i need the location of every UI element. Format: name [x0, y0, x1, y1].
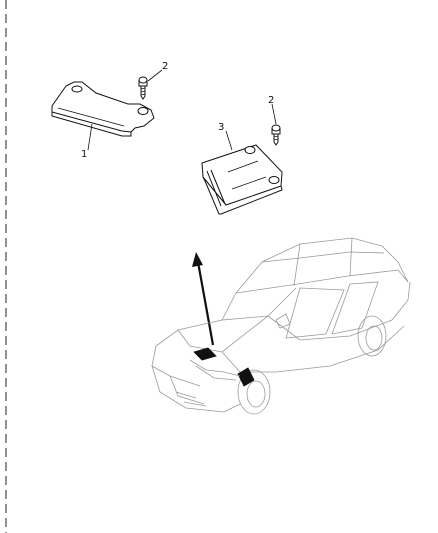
leader-line-part-1: [87, 123, 93, 151]
screw-icon-right: [271, 124, 281, 146]
splash-shield-icon: [51, 81, 155, 137]
cover-panel-icon: [201, 144, 283, 215]
callout-part-1: 1: [81, 149, 87, 160]
leader-line-part-2-left: [147, 69, 163, 82]
callout-part-2-left: 2: [162, 61, 168, 72]
callout-part-3: 3: [218, 122, 224, 133]
location-arrow: [192, 252, 215, 346]
leader-line-part-2-right: [271, 103, 277, 125]
leader-line-part-3: [225, 130, 233, 151]
callout-part-2-right: 2: [268, 95, 274, 106]
sedan-car-icon: [151, 237, 411, 415]
screw-icon-left: [138, 76, 148, 100]
